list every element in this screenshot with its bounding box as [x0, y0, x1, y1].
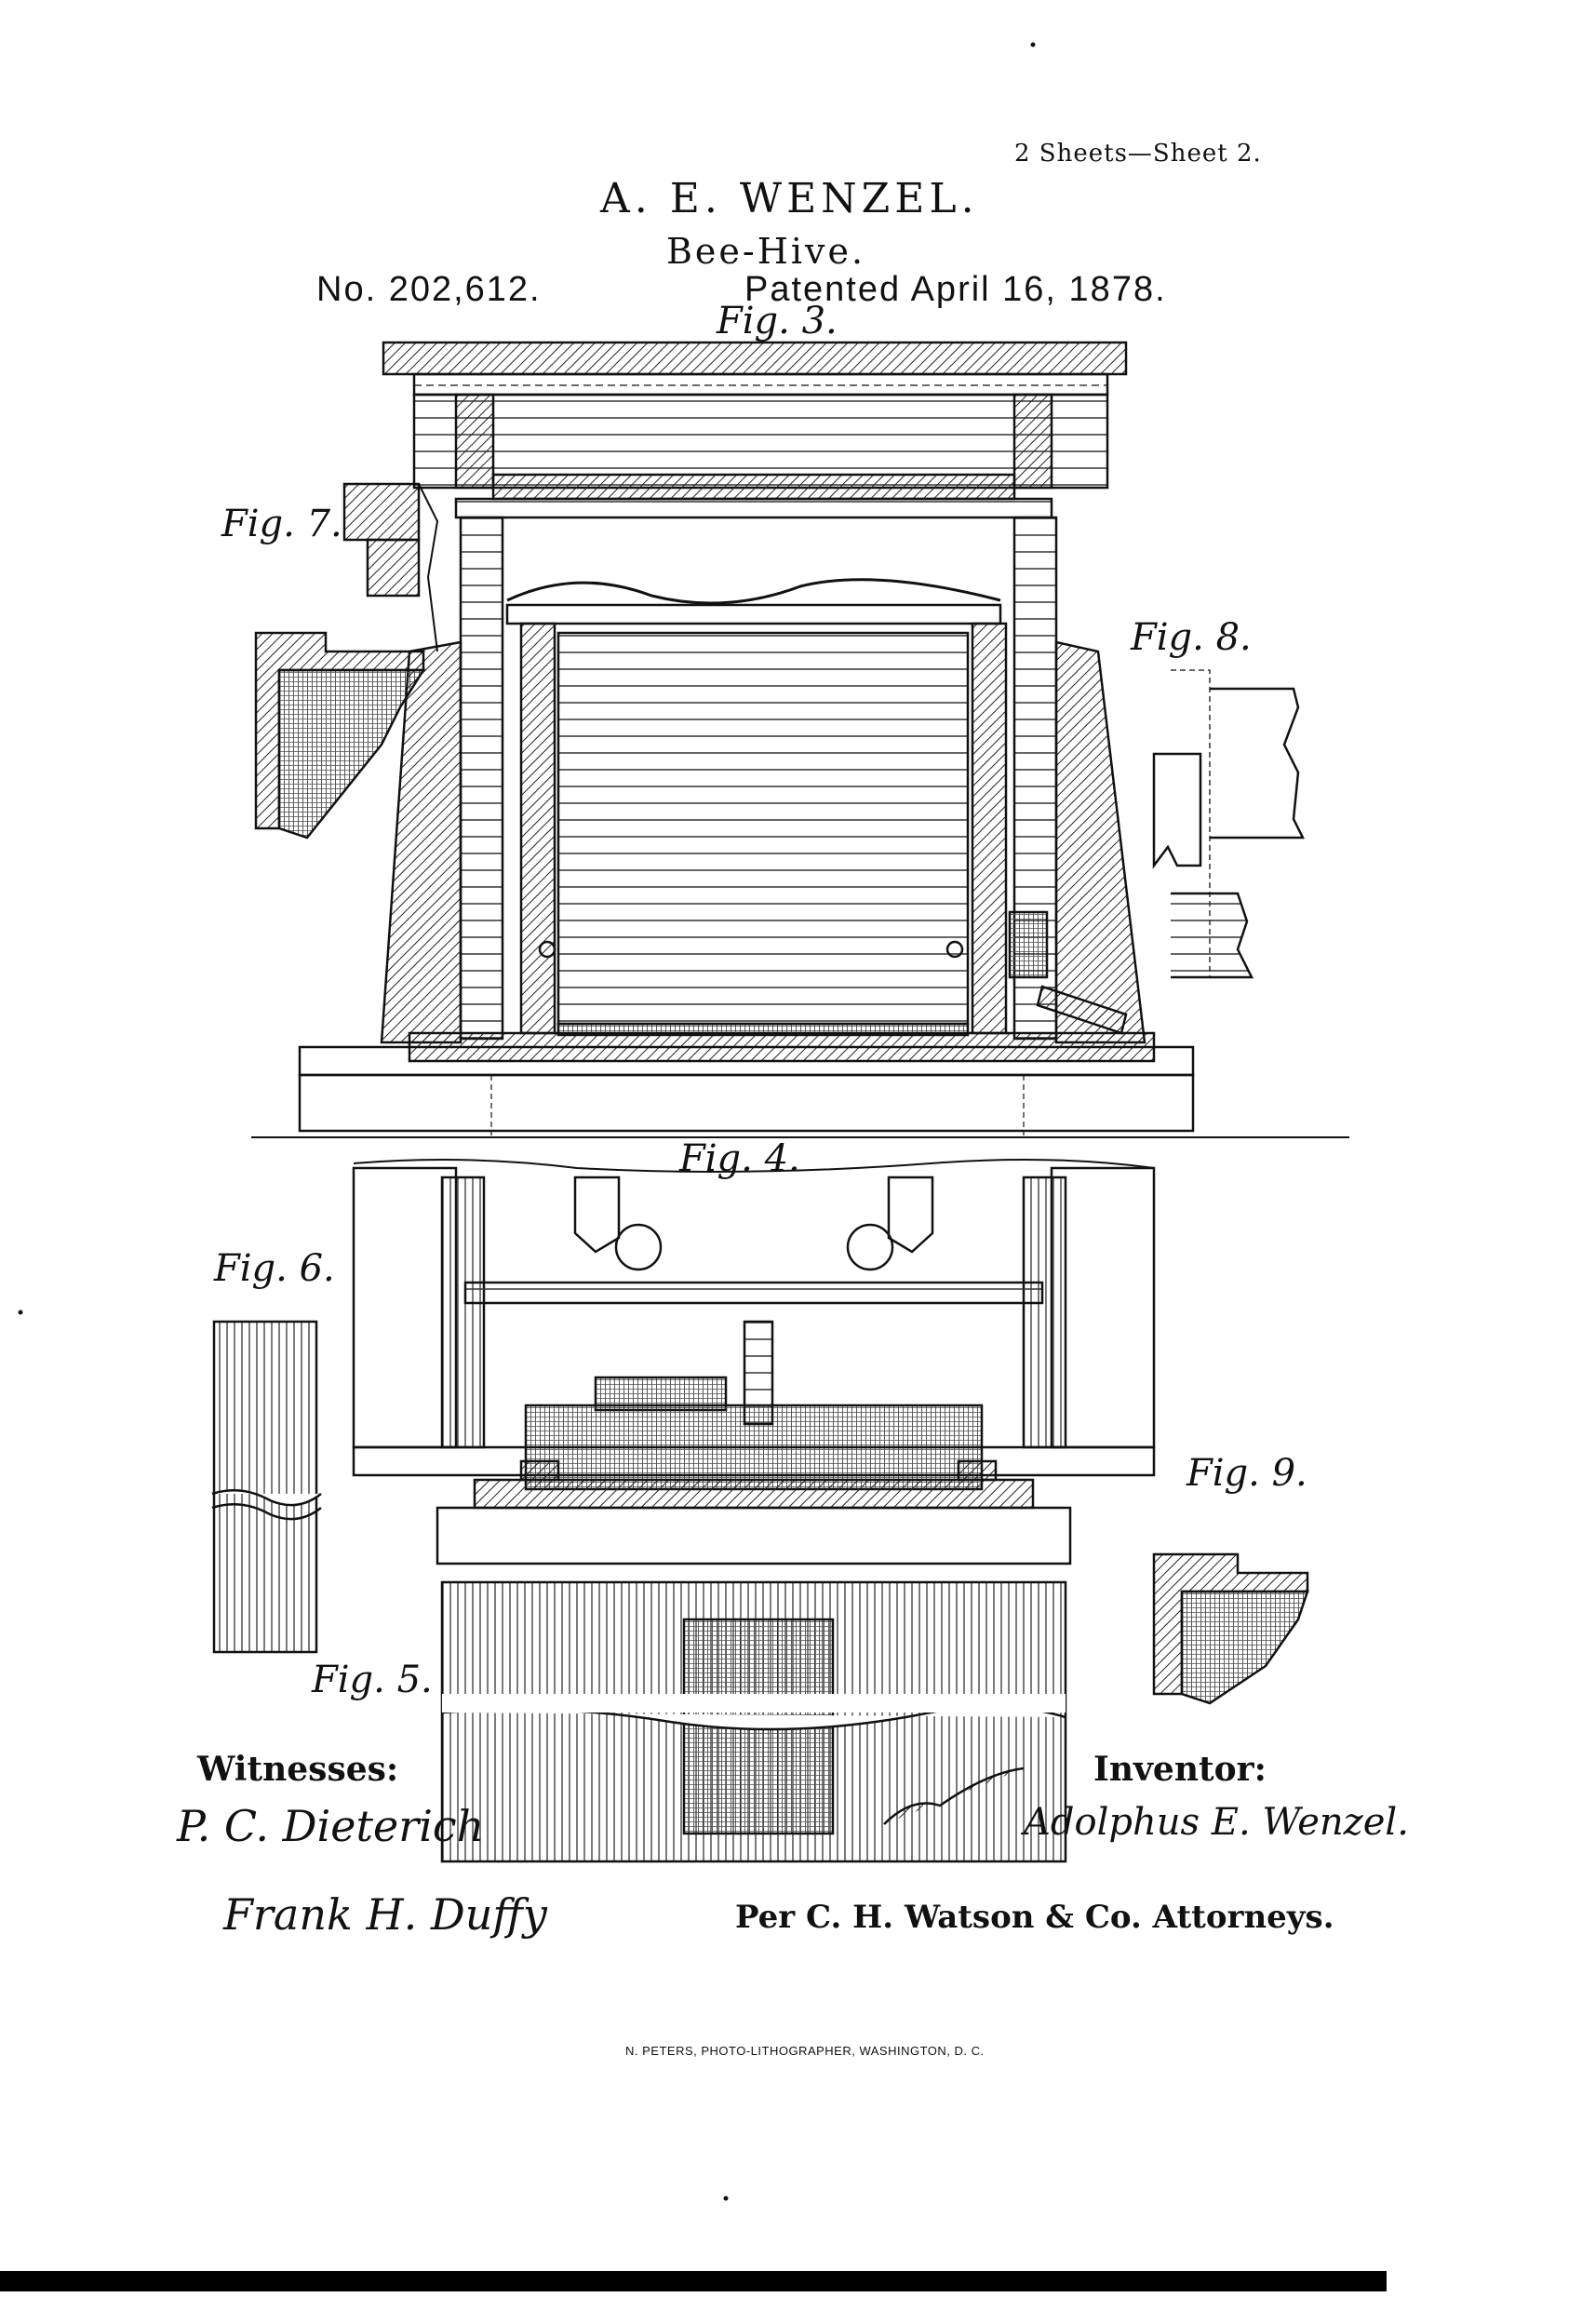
- speck: [1030, 42, 1036, 47]
- inventor-heading: Inventor:: [1093, 1750, 1267, 1789]
- patent-title: Bee-Hive.: [666, 231, 866, 272]
- speck: [723, 2196, 729, 2201]
- fig5-drawing: [440, 1580, 1067, 1863]
- patent-date: Patented April 16, 1878.: [744, 270, 1167, 309]
- fig7-label: Fig. 7.: [221, 503, 342, 545]
- fig8-label: Fig. 8.: [1131, 616, 1252, 659]
- witness-1-signature: P. C. Dieterich: [177, 1801, 485, 1851]
- fig3-drawing: [251, 341, 1349, 1138]
- fig4-drawing: [352, 1159, 1156, 1565]
- fig5-label: Fig. 5.: [312, 1659, 433, 1701]
- inventor-name: A. E. WENZEL.: [600, 175, 979, 222]
- fig3-label: Fig. 3.: [717, 300, 838, 343]
- fig4-label: Fig. 4.: [679, 1137, 800, 1180]
- lithographer-credit: N. PETERS, PHOTO-LITHOGRAPHER, WASHINGTO…: [625, 2044, 985, 2058]
- sheet-number: 2 Sheets—Sheet 2.: [1014, 140, 1262, 168]
- fig6-drawing: [211, 1320, 322, 1654]
- fig6-label: Fig. 6.: [214, 1247, 335, 1290]
- patent-number: No. 202,612.: [316, 270, 542, 309]
- fig8-drawing: [1152, 669, 1306, 979]
- fig9-drawing: [1152, 1552, 1309, 1705]
- attorneys-signature: Per C. H. Watson & Co. Attorneys.: [735, 1899, 1334, 1936]
- witness-2-signature: Frank H. Duffy: [223, 1889, 547, 1940]
- speck: [18, 1310, 23, 1315]
- scan-edge-bar: [0, 2271, 1387, 2291]
- inventor-signature: Adolphus E. Wenzel.: [1024, 1801, 1409, 1844]
- witnesses-heading: Witnesses:: [197, 1750, 399, 1789]
- fig7-drawing: [254, 482, 439, 840]
- fig9-label: Fig. 9.: [1186, 1452, 1307, 1495]
